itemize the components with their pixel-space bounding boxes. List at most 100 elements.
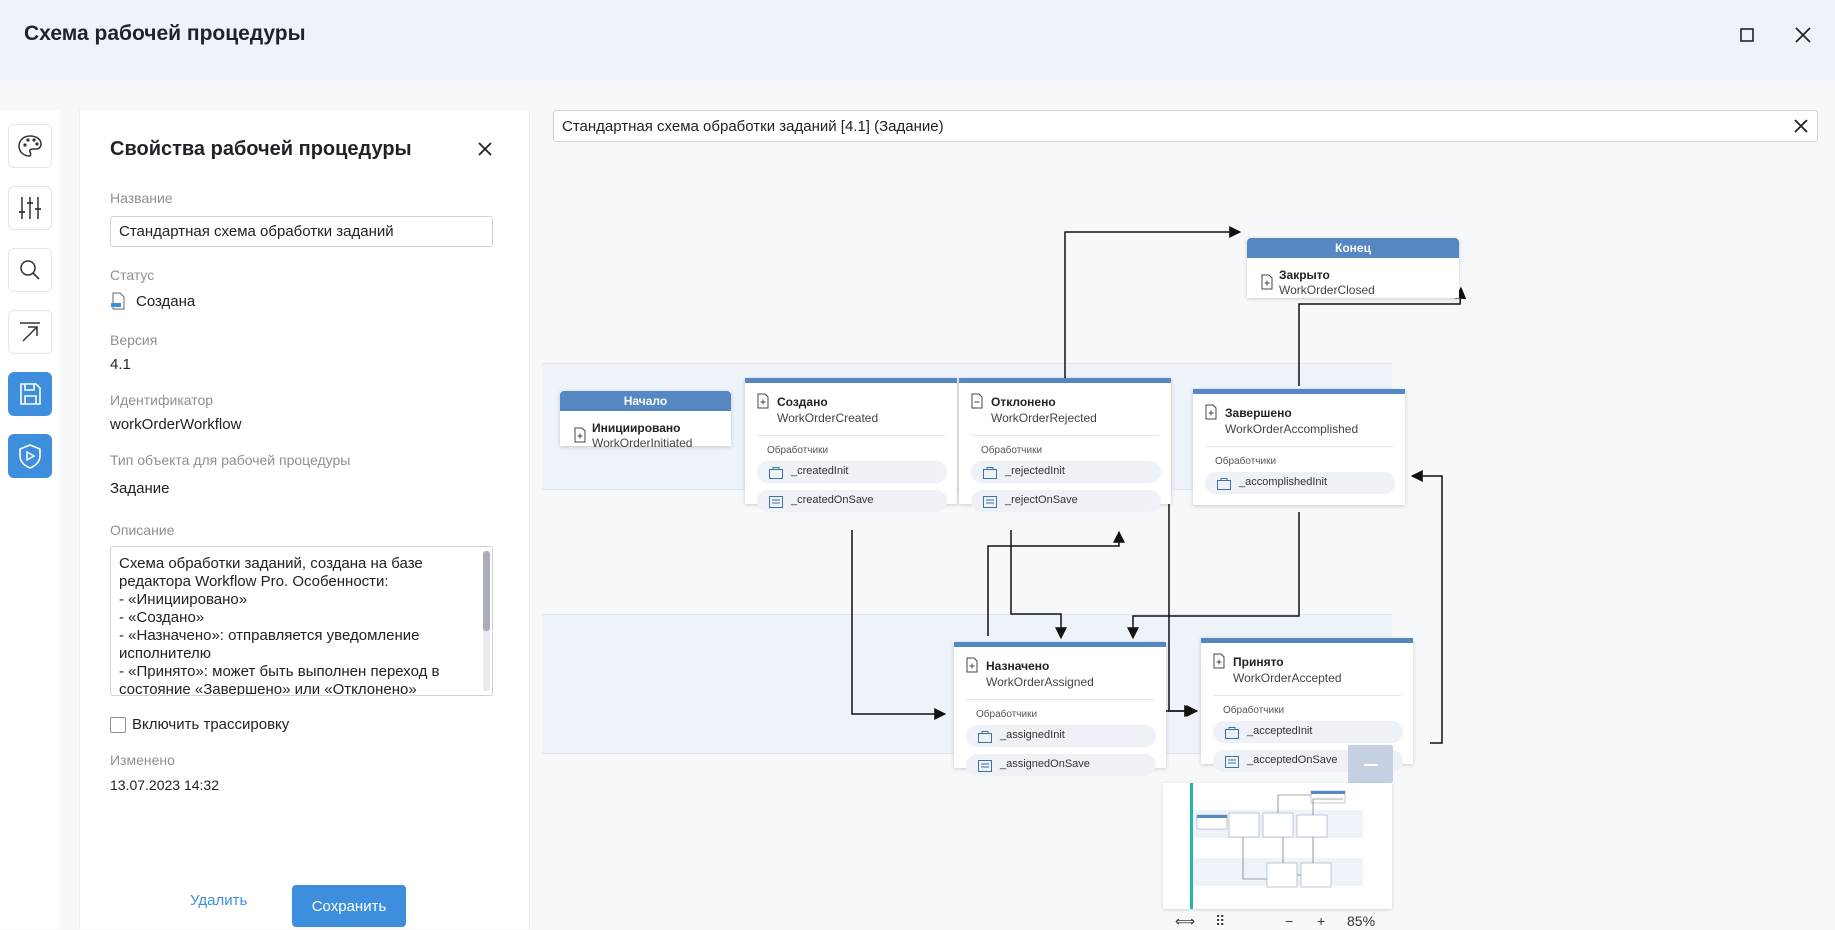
handler-name: _acceptedInit (1247, 725, 1313, 737)
handler-item[interactable]: _rejectedInit (971, 461, 1161, 483)
init-handler-icon (1217, 477, 1231, 490)
handlers-label: Обработчики (976, 709, 1038, 720)
state-code: WorkOrderCreated (777, 411, 879, 425)
state-icon (1259, 274, 1275, 290)
maximize-icon[interactable] (1734, 22, 1760, 48)
state-node-created[interactable]: Создано WorkOrderCreated Обработчики _cr… (745, 378, 957, 512)
minimap[interactable] (1163, 783, 1392, 909)
start-node[interactable]: Начало Инициировано WorkOrderInitiated (560, 391, 731, 450)
handler-item[interactable]: _acceptedInit (1213, 721, 1403, 743)
state-code: WorkOrderAccepted (1233, 671, 1342, 685)
left-toolbar (0, 110, 60, 929)
handlers-label: Обработчики (767, 445, 829, 456)
description-label: Описание (110, 522, 175, 538)
search-button[interactable] (8, 248, 52, 292)
sliders-icon (19, 197, 41, 219)
name-input[interactable] (110, 216, 493, 247)
start-node-bar: Начало (560, 391, 731, 411)
end-node-bar: Конец (1247, 238, 1459, 258)
close-panel-icon[interactable] (474, 138, 496, 160)
save-button[interactable]: Сохранить (292, 885, 406, 927)
handler-item[interactable]: _createdOnSave (757, 490, 947, 512)
state-node-rejected[interactable]: Отклонено WorkOrderRejected Обработчики … (959, 378, 1171, 512)
handler-item[interactable]: _assignedOnSave (966, 754, 1156, 776)
palette-icon (18, 135, 42, 157)
minus-icon (1364, 764, 1378, 766)
divider (1213, 695, 1401, 696)
state-icon (1211, 653, 1231, 673)
save-schema-button[interactable] (8, 372, 52, 416)
export-button[interactable] (8, 310, 52, 354)
state-node-assigned[interactable]: Назначено WorkOrderAssigned Обработчики … (954, 642, 1166, 776)
handler-name: _rejectOnSave (1005, 494, 1078, 506)
connector-rejected-accepted (1168, 496, 1197, 717)
description-scrollbar-thumb[interactable] (483, 551, 490, 631)
state-code: WorkOrderAccomplished (1225, 422, 1359, 436)
handler-item[interactable]: _rejectOnSave (971, 490, 1161, 512)
state-node-accomplished[interactable]: Завершено WorkOrderAccomplished Обработч… (1193, 389, 1405, 505)
zoom-level: 85% (1347, 913, 1376, 929)
divider (1205, 446, 1393, 447)
settings-button[interactable] (8, 186, 52, 230)
connectors (851, 226, 1467, 744)
run-button[interactable] (8, 434, 52, 478)
state-name: Создано (777, 395, 828, 409)
handler-name: _acceptedOnSave (1247, 754, 1338, 766)
search-icon (20, 260, 40, 280)
window-title: Схема рабочей процедуры (24, 22, 306, 45)
end-node-code: WorkOrderClosed (1279, 283, 1375, 297)
handler-name: _createdOnSave (791, 494, 874, 506)
connector-rejected-closed (1064, 226, 1242, 380)
properties-panel: Свойства рабочей процедуры Название Стат… (79, 110, 530, 929)
object-type-label: Тип объекта для рабочей процедуры (110, 452, 351, 468)
connector-rejected-assigned-1 (1010, 530, 1067, 640)
identifier-value: workOrderWorkflow (110, 416, 242, 433)
handler-name: _createdInit (791, 465, 849, 477)
minimap-preview (1190, 783, 1363, 909)
shield-play-icon (19, 444, 41, 469)
handler-item[interactable]: _createdInit (757, 461, 947, 483)
clear-icon[interactable] (1791, 116, 1811, 136)
state-name: Принято (1233, 655, 1284, 669)
end-node[interactable]: Конец Закрыто WorkOrderClosed (1247, 238, 1459, 298)
delete-button[interactable]: Удалить (190, 892, 248, 909)
zoom-out-icon[interactable]: − (1285, 913, 1294, 929)
fit-width-icon[interactable]: ⟺ (1175, 913, 1196, 929)
handler-name: _assignedInit (1000, 729, 1065, 741)
save-handler-icon (978, 759, 992, 772)
divider (966, 699, 1154, 700)
minimap-collapse-button[interactable] (1348, 745, 1393, 783)
init-handler-icon (983, 466, 997, 479)
end-node-name: Закрыто (1279, 268, 1330, 282)
start-node-code: WorkOrderInitiated (592, 436, 693, 450)
save-handler-icon (1225, 755, 1239, 768)
diagram-canvas[interactable]: Начало Инициировано WorkOrderInitiated К… (542, 150, 1835, 929)
tracing-checkbox[interactable] (110, 717, 126, 733)
state-icon (755, 393, 775, 413)
window-header: Схема рабочей процедуры (0, 0, 1835, 80)
handler-name: _accomplishedInit (1239, 476, 1328, 488)
save-handler-icon (769, 495, 783, 508)
grid-icon[interactable]: ⠿ (1215, 913, 1226, 929)
close-icon[interactable] (1790, 22, 1816, 48)
version-label: Версия (110, 332, 158, 348)
description-textarea[interactable]: Схема обработки заданий, создана на базе… (110, 546, 493, 696)
description-text: Схема обработки заданий, создана на базе… (119, 555, 440, 696)
connector-accepted-accomplished (1410, 470, 1443, 744)
connector-assigned-rejected (987, 530, 1125, 636)
handlers-label: Обработчики (1223, 705, 1285, 716)
state-icon (572, 427, 588, 443)
init-handler-icon (769, 466, 783, 479)
handler-item[interactable]: _accomplishedInit (1205, 472, 1395, 494)
init-handler-icon (978, 730, 992, 743)
state-icon (964, 657, 984, 677)
zoom-in-icon[interactable]: + (1317, 913, 1326, 929)
start-node-name: Инициировано (592, 421, 681, 435)
handler-name: _assignedOnSave (1000, 758, 1090, 770)
schema-path-field[interactable]: Стандартная схема обработки заданий [4.1… (553, 110, 1818, 142)
handler-item[interactable]: _assignedInit (966, 725, 1156, 747)
connector-accomplished-assigned (1127, 512, 1300, 640)
panel-title: Свойства рабочей процедуры (110, 138, 412, 160)
schema-path-text: Стандартная схема обработки заданий [4.1… (562, 118, 944, 135)
palette-button[interactable] (8, 124, 52, 168)
